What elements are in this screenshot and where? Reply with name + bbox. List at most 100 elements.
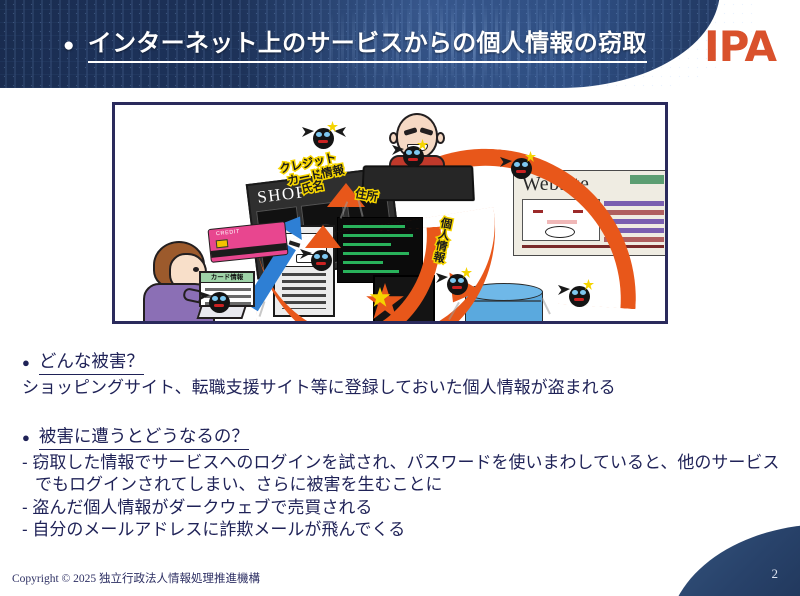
attacker-laptop — [361, 165, 475, 202]
card-info-document-title: カード情報 — [201, 273, 253, 283]
bomb-mouth — [574, 298, 584, 301]
section-spacer — [22, 401, 782, 423]
website-divider — [522, 245, 664, 248]
bomb-wing-left — [302, 127, 314, 137]
server-content-lines — [282, 273, 326, 309]
bomb-spark-icon — [417, 139, 428, 150]
website-bar — [604, 219, 664, 224]
bomb-eye-left — [572, 290, 578, 295]
header-background-shape — [0, 0, 720, 88]
section2-item-continuation: でもログインされてしまい、さらに被害を生むことに — [35, 475, 443, 495]
bomb-body — [209, 292, 230, 313]
header-texture — [0, 0, 720, 88]
bomb-wing-left — [198, 291, 210, 301]
bomb-wing-left — [392, 145, 404, 155]
page-number: 2 — [771, 566, 779, 581]
bomb-body — [313, 128, 334, 149]
copyright-text: Copyright © 2025 独立行政法人情報処理推進機構 — [12, 573, 261, 585]
website-face-mouth — [545, 226, 575, 238]
section2-item-lead: - 盗んだ個人情報がダークウェブで売買される — [22, 497, 373, 517]
person-eye — [193, 267, 199, 272]
database-cylinder-graphic — [465, 283, 543, 321]
bomb-spark-icon — [583, 279, 594, 290]
website-panel-graphic: Website — [513, 170, 665, 256]
ipa-logo: IPA — [703, 22, 777, 71]
website-face-nose — [547, 220, 577, 224]
slide-body: ● どんな被害？ ショッピングサイト、転職支援サイト等に登録しておいた個人情報が… — [22, 348, 782, 542]
bomb-eye-right — [522, 162, 528, 167]
bomb-spark-icon — [327, 121, 338, 132]
website-bar — [604, 237, 664, 242]
code-line — [343, 270, 399, 273]
section2-heading-text: 被害に遭うとどうなるの？ — [38, 423, 249, 450]
bomb-eye-right — [324, 132, 330, 137]
illustration-frame: Website SHOP — [112, 102, 668, 324]
section2-heading: ● 被害に遭うとどうなるの？ — [22, 423, 782, 450]
code-line — [343, 225, 405, 228]
bomb-body — [511, 158, 532, 179]
website-bar — [604, 210, 664, 215]
website-bar — [604, 201, 664, 206]
bomb-wing-left — [500, 157, 512, 167]
illustration-canvas: Website SHOP — [115, 105, 665, 321]
section2-item: - 盗んだ個人情報がダークウェブで売買される — [22, 497, 782, 519]
bomb-body — [447, 274, 468, 295]
section1-heading-text: どんな被害？ — [38, 348, 144, 375]
code-line — [343, 243, 391, 246]
bomb-mouth — [452, 286, 462, 289]
malware-bomb-icon — [436, 267, 472, 295]
bomb-spark-icon — [461, 267, 472, 278]
code-line — [343, 234, 413, 237]
bomb-mouth — [408, 158, 418, 161]
bomb-eye-left — [406, 150, 412, 155]
website-bar — [604, 228, 664, 233]
section2-bullet-icon: ● — [22, 429, 30, 445]
website-green-block — [630, 175, 664, 184]
website-title-text: Website — [522, 173, 590, 195]
code-line — [343, 252, 409, 255]
slide-header — [0, 0, 800, 88]
bomb-mouth — [516, 170, 526, 173]
website-text-bars — [604, 201, 664, 246]
credit-card-label: CREDIT — [215, 228, 241, 238]
section1-heading: ● どんな被害？ — [22, 348, 782, 375]
bomb-wing-left — [558, 285, 570, 295]
bomb-body — [569, 286, 590, 307]
arrow-head-up-secondary — [305, 225, 341, 248]
malicious-code-window — [337, 217, 423, 283]
section2-item: - 自分のメールアドレスに詐欺メールが飛んでくる — [22, 519, 782, 541]
header-dot-pattern — [0, 0, 760, 88]
title-bullet-icon: ● — [63, 35, 75, 56]
document-line — [205, 288, 251, 291]
malware-bomb-icon — [558, 279, 594, 307]
malware-bomb-icon — [300, 245, 335, 271]
website-face-eye-right — [573, 210, 583, 213]
bomb-eye-right — [414, 150, 420, 155]
bomb-mouth — [316, 262, 326, 265]
bomb-wing-left — [436, 273, 448, 283]
bomb-eye-right — [580, 290, 586, 295]
bomb-mouth — [318, 140, 328, 143]
bomb-wing-left — [300, 249, 312, 259]
bomb-eye-left — [314, 254, 320, 259]
section2-item: - 窃取した情報でサービスへのログインを試され、パスワードを使いまわしていると、… — [22, 452, 782, 497]
section2-item-lead: - 窃取した情報でサービスへのログインを試され、パスワードを使いまわしていると、… — [22, 452, 780, 472]
bomb-body — [311, 250, 332, 271]
bomb-spark-icon — [525, 151, 536, 162]
bomb-eye-left — [450, 278, 456, 283]
code-line — [343, 261, 383, 264]
malware-bomb-icon — [302, 121, 338, 149]
section2-item-lead: - 自分のメールアドレスに詐欺メールが飛んでくる — [22, 520, 406, 540]
bomb-body — [403, 146, 424, 167]
bomb-eye-right — [458, 278, 464, 283]
website-face-eye-left — [533, 210, 543, 213]
header-circuit-texture — [330, 4, 660, 82]
bomb-eye-right — [220, 296, 226, 301]
malware-bomb-icon — [198, 287, 233, 313]
section1-bullet-icon: ● — [22, 355, 30, 370]
bomb-eye-right — [322, 254, 328, 259]
bomb-mouth — [214, 304, 224, 307]
malware-bomb-icon — [392, 139, 428, 167]
section1-line: ショッピングサイト、転職支援サイト等に登録しておいた個人情報が盗まれる — [22, 378, 616, 397]
